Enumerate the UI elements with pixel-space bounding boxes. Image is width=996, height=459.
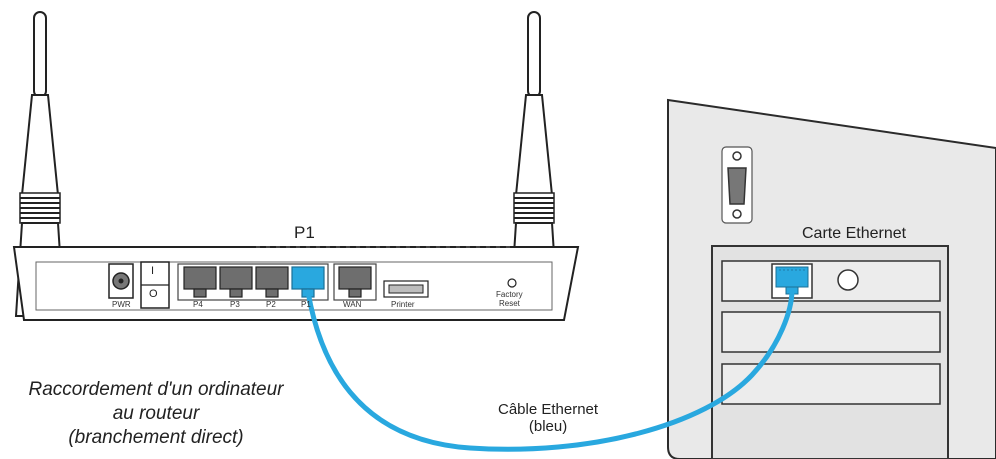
expansion-slots <box>711 245 949 459</box>
caption-line1: Raccordement d'un ordinateur <box>28 379 284 400</box>
router-top-label: P1 <box>294 223 315 242</box>
port-p3-label: P3 <box>230 300 240 309</box>
power-switch <box>140 261 170 309</box>
serial-port-icon <box>721 146 753 224</box>
ethernet-card-label: Carte Ethernet <box>802 225 907 242</box>
power-jack <box>108 263 134 299</box>
ethernet-cable <box>305 287 795 452</box>
switch-on-mark: I <box>151 265 155 277</box>
pwr-label: PWR <box>112 300 131 309</box>
port-p2-label: P2 <box>266 300 276 309</box>
caption-line2: au routeur <box>112 403 200 424</box>
reset-label: Reset <box>499 299 520 308</box>
port-p4-label: P4 <box>193 300 203 309</box>
lan-port-p3 <box>219 266 253 298</box>
factory-label: Factory <box>496 290 523 299</box>
led-indicator <box>837 269 859 291</box>
switch-off-mark: O <box>149 288 158 300</box>
cable-label-line1: Câble Ethernet <box>498 401 599 418</box>
cable-label: Câble Ethernet (bleu) <box>498 401 598 435</box>
diagram-caption: Raccordement d'un ordinateur au routeur … <box>6 378 306 450</box>
factory-reset-button <box>507 278 517 288</box>
port-p1-label: P1 <box>301 300 311 309</box>
lan-port-p2 <box>255 266 289 298</box>
cable-label-line2: (bleu) <box>528 418 568 435</box>
printer-port <box>383 280 429 298</box>
printer-label: Printer <box>391 300 415 309</box>
caption-line3: (branchement direct) <box>68 427 244 448</box>
lan-port-p4 <box>183 266 217 298</box>
wan-port <box>333 263 377 301</box>
wan-label: WAN <box>343 300 362 309</box>
